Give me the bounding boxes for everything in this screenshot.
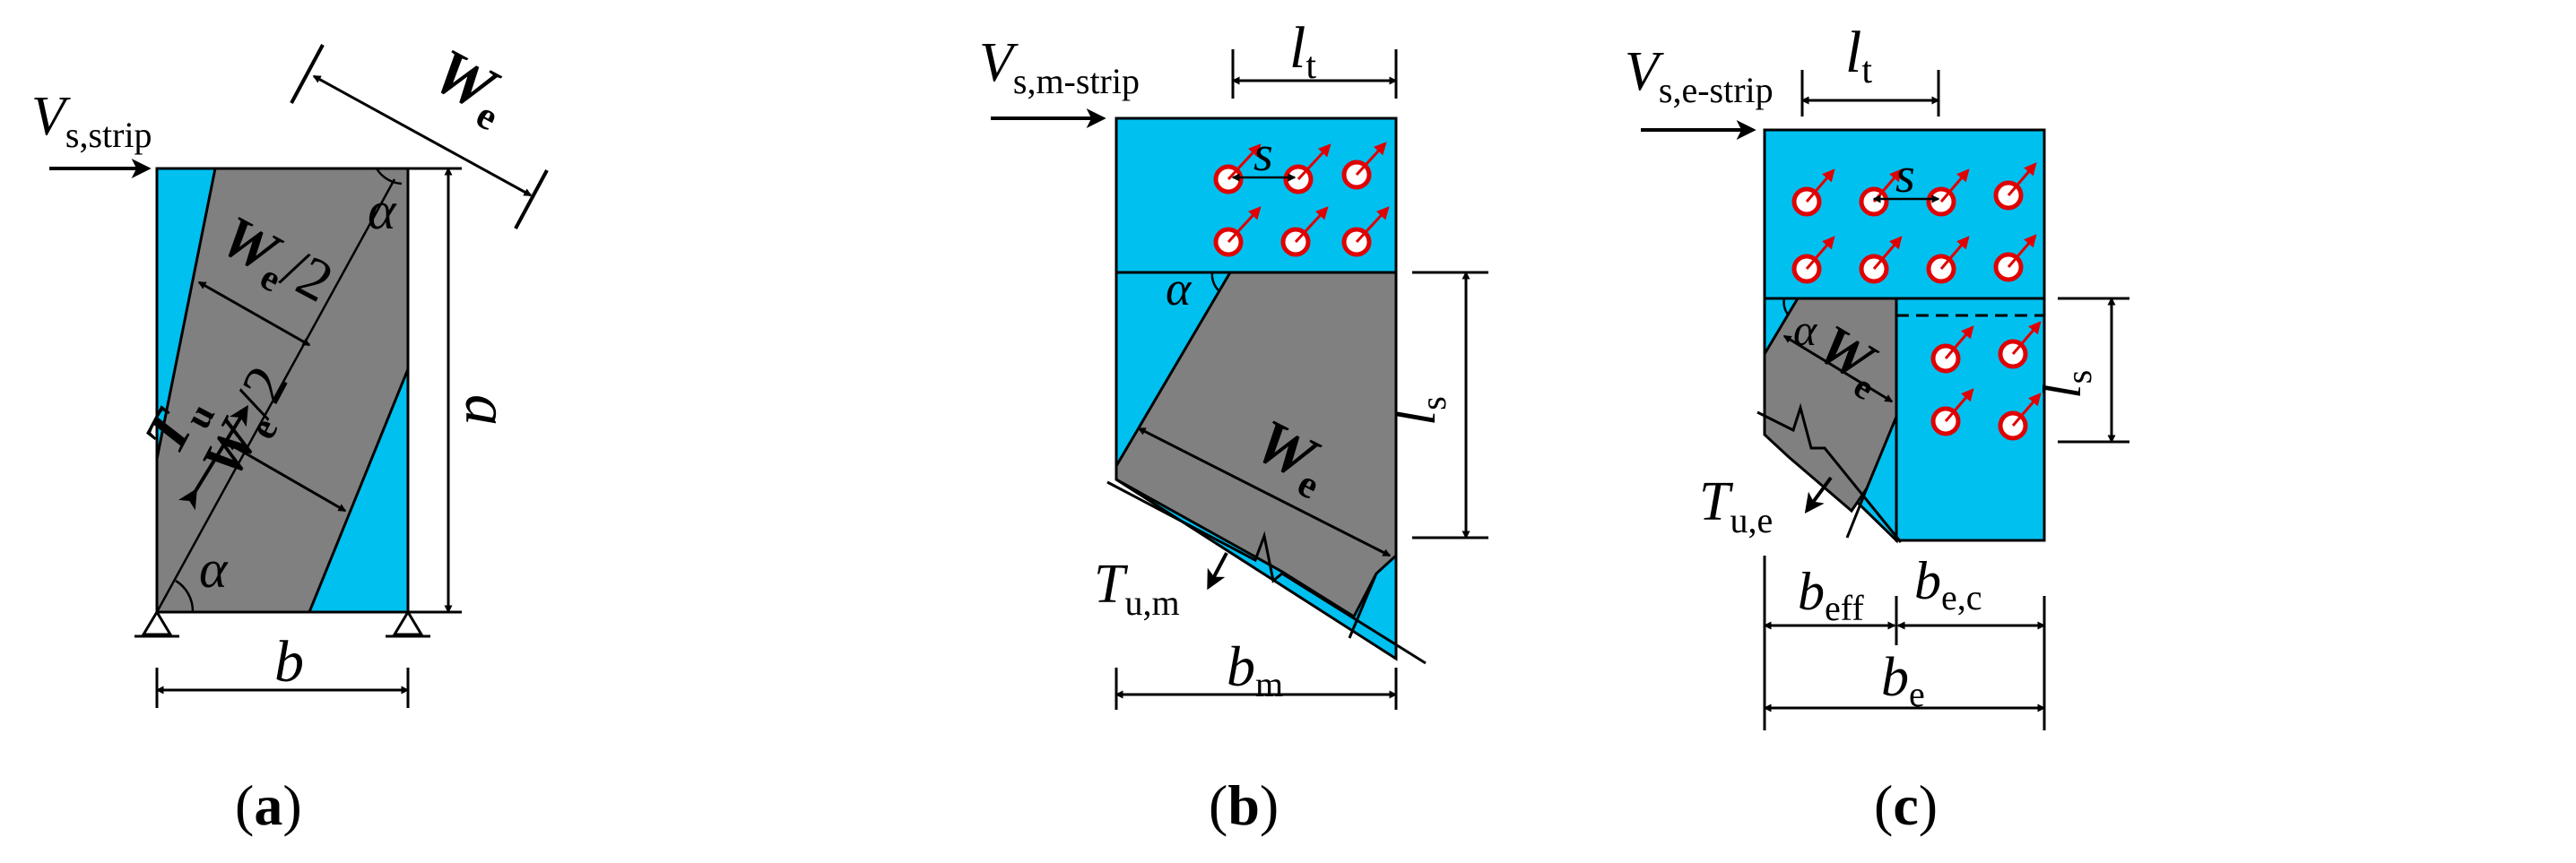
panel-c-we-dimension xyxy=(1782,334,1894,403)
panel-c-crack-line xyxy=(1756,402,1903,543)
panel-a-we-label: We xyxy=(419,34,522,139)
panel-b-we-dimension xyxy=(1137,427,1392,557)
panel-b-lt-label: lt xyxy=(1289,15,1316,87)
panel-a-shear-label: Vs,strip xyxy=(31,86,152,155)
panel-b-spacing-label: s xyxy=(1253,126,1273,182)
panel-b-angle: α xyxy=(1166,262,1193,315)
panel-b-ls-label: ls xyxy=(1386,396,1453,426)
panel-c-lt-label: lt xyxy=(1845,20,1872,91)
panel-a-support-left xyxy=(141,609,173,636)
panel-b-shear-label: Vs,m-strip xyxy=(979,32,1140,101)
panel-b-caption: (b) xyxy=(1209,773,1279,837)
panel-c-ls-label: ls xyxy=(2033,370,2099,399)
panel-b-anchor-grid xyxy=(1213,142,1390,257)
panel-a-base-label: b xyxy=(274,629,304,695)
panel-c-tension-arrow xyxy=(1804,476,1833,513)
panel-c-spacing-label: s xyxy=(1895,148,1915,203)
panel-a-height-label: a xyxy=(452,394,521,426)
panel-a-angle-top: α xyxy=(368,181,397,240)
panel-c-tension-label: Tu,e xyxy=(1699,471,1773,540)
panel-b-tension-arrow xyxy=(1207,552,1228,591)
panel-c-caption: (c) xyxy=(1874,773,1938,837)
panel-c-angle: α xyxy=(1793,305,1818,355)
panel-c-shear-label: Vs,e-strip xyxy=(1625,41,1774,110)
panel-a-we-dimension xyxy=(312,74,533,197)
panel-a-caption: (a) xyxy=(235,773,302,837)
panel-c-beff-label: beff xyxy=(1798,562,1864,628)
panel-b-base-label: bm xyxy=(1227,634,1283,704)
panel-a-tension-arrow xyxy=(178,404,248,511)
panel-c-be-label: be xyxy=(1881,647,1925,714)
panel-b: s Vs,m-strip lt α ls We Tu,m bm (b) xyxy=(979,15,1488,837)
panel-b-tension-label: Tu,m xyxy=(1094,554,1180,623)
panel-a-angle-bottom: α xyxy=(199,539,229,599)
panel-a-support-right xyxy=(392,609,424,636)
panel-c-bec-label: be,c xyxy=(1914,551,1982,617)
panel-a: Vs,strip We We/2 We/2 Tu α α a b xyxy=(31,34,549,837)
panel-c: s Vs,e-strip lt α We Tu,e ls beff be,c xyxy=(1625,20,2129,837)
